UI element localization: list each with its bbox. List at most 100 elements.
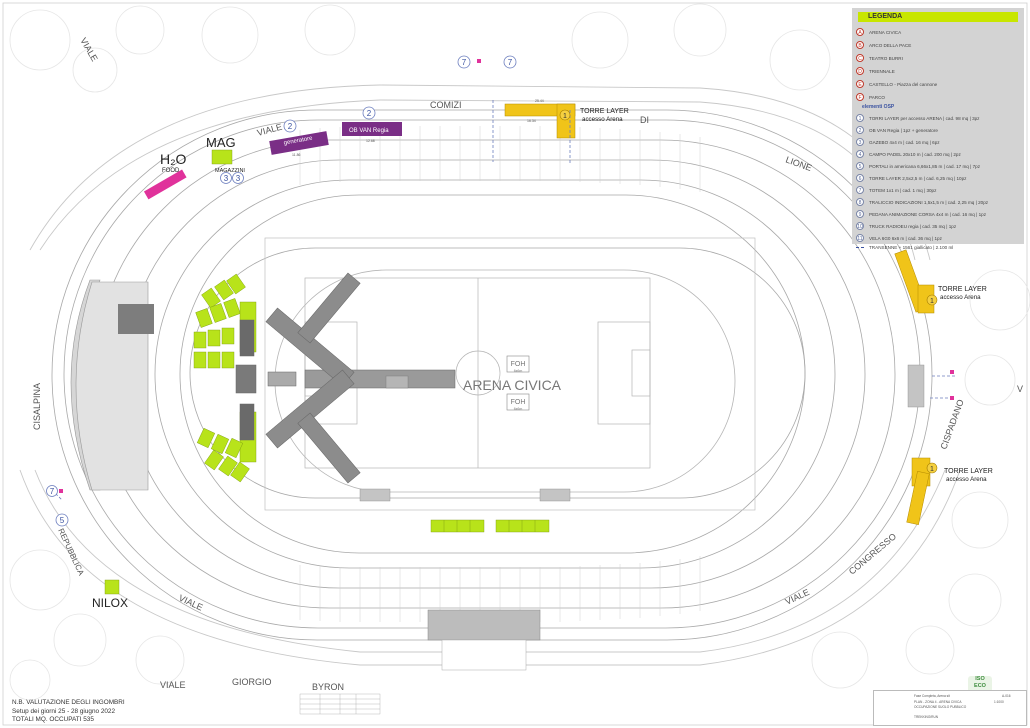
food-label: FOOD: [162, 168, 180, 174]
legend-element-8: 8 TRALICCIO INDICAZIONI 1,5x1,5 m | cad. …: [856, 196, 988, 208]
background-trees: [9, 3, 1030, 701]
legend-el-label-9: PEDANA ANIMAZIONE CORSA 4x4 m | cad. 16 …: [869, 211, 987, 217]
food-bar: [143, 169, 187, 200]
iso-label: ISO: [975, 676, 985, 682]
nilox-square: [104, 579, 120, 595]
titleblock-line-1: Fase Completa, Arena sit: [914, 694, 950, 698]
note-line-2: Setup dei giorni 25 - 28 giugno 2022: [12, 707, 116, 715]
south-entrance: [441, 639, 527, 671]
legend-element-4: 4 CAMPO PADEL 20x10 m | cad. 200 mq | 2pz: [856, 148, 961, 160]
legend-label-f: PARCO: [869, 94, 885, 100]
street-comizi: COMIZI: [430, 100, 462, 110]
street-giorgio: GIORGIO: [232, 677, 272, 687]
legend-num-5: 5: [856, 162, 864, 170]
generatore-block: [269, 131, 329, 155]
foh-bottom-sub: 6x6m: [514, 407, 523, 411]
marker-7a: 7: [462, 58, 467, 67]
legend-num-1: 1: [856, 114, 864, 122]
legend-el-label-11: VELA 6G0 6x6 m | cad. 36 mq | 1pz: [869, 235, 942, 241]
foh-top-sub: 6x6m: [514, 369, 523, 373]
legend-letter-e: E: [856, 80, 864, 88]
h2o-label: H₂O: [160, 151, 187, 167]
torre-east1-title: TORRE LAYER: [938, 286, 987, 293]
titleblock-line-2: PLAN - ZONA 4 - ARENA CIVICA: [914, 700, 962, 704]
torre-markers: [559, 109, 938, 474]
number-markers: [46, 55, 517, 527]
legend-num-9: 9: [856, 210, 864, 218]
legend-location-e: E CASTELLO - Piazza del cannone: [856, 78, 937, 90]
legend-num-8: 8: [856, 198, 864, 206]
note-line-1: N.B. VALUTAZIONE DEGLI INGOMBRI: [12, 699, 125, 706]
legend-transenne-label: TRANSENNE + 1561 giallicato | 2.100 ml: [869, 244, 954, 250]
titleblock-code: A-016: [1002, 694, 1011, 698]
marker-3b: 3: [236, 174, 241, 183]
mag-square: [211, 149, 233, 165]
torre-marker-1b: 1: [930, 298, 934, 305]
titleblock-line-4: TREKKING/RUN: [914, 715, 939, 719]
legend-letter-d: D: [856, 67, 864, 75]
west-stand-building: [118, 304, 154, 334]
footer-notes: N.B. VALUTAZIONE DEGLI INGOMBRI Setup de…: [12, 699, 125, 725]
main-stage: [235, 272, 456, 484]
titleblock-scale: 1:1000: [994, 700, 1004, 704]
legend-num-6: 6: [856, 174, 864, 182]
generatore-label: generatore: [283, 136, 313, 147]
torre-layer-east-2: [906, 457, 931, 525]
legend-label-e: CASTELLO - Piazza del cannone: [869, 81, 938, 87]
legend-letter-f: F: [856, 93, 864, 101]
legend-label-b: ARCO DELLA PACE: [869, 42, 912, 48]
legend-num-10: 10: [856, 222, 864, 230]
legend-letter-c: C: [856, 54, 864, 62]
legend-transenne: TRANSENNE + 1561 giallicato | 2.100 ml: [856, 243, 953, 251]
legend-letter-a: A: [856, 28, 864, 36]
legend-element-9: 9 PEDANA ANIMAZIONE CORSA 4x4 m | cad. 16…: [856, 208, 986, 220]
legend-element-10: 10 TRUCK RADIOEU regia | cad. 35 mq | 1pz: [856, 220, 956, 232]
legend-num-2: 2: [856, 126, 864, 134]
title-block: Fase Completa, Arena sit PLAN - ZONA 4 -…: [873, 690, 1027, 726]
arena-label: ARENA CIVICA: [463, 377, 562, 393]
quantity-table: [299, 693, 381, 715]
marker-7b: 7: [508, 58, 513, 67]
torre-east1-sub: accesso Arena: [940, 294, 981, 301]
street-cisalpina: CISALPINA: [32, 383, 42, 430]
torre-top-title: TORRE LAYER: [580, 108, 629, 115]
grey-box-1: [359, 488, 391, 502]
legend-label-d: TRIENNALE: [869, 68, 895, 74]
marker-2b: 2: [367, 109, 372, 118]
legend-element-2: 2 OB VAN Regia | 1pz + generatore: [856, 124, 938, 136]
legend-label-a: ARENA CIVICA: [869, 29, 902, 35]
torre-top-sub: accesso Arena: [582, 116, 623, 123]
street-di: DI: [640, 115, 649, 125]
nilox-label: NILOX: [92, 596, 128, 610]
dim-top: 25.44: [535, 99, 544, 103]
legend-num-7: 7: [856, 186, 864, 194]
foh-bottom-box: [506, 393, 530, 411]
marker-2a: 2: [288, 122, 293, 131]
ob-van-block: [342, 122, 402, 136]
legend-el-label-4: CAMPO PADEL 20x10 m | cad. 200 mq | 2pz: [869, 151, 961, 157]
track-boundary: [264, 237, 756, 511]
ob-van-label: OB VAN Regia: [349, 128, 389, 134]
legend-el-label-10: TRUCK RADIOEU regia | cad. 35 mq | 1pz: [869, 223, 957, 229]
stage-box: [385, 375, 409, 389]
torre-east2-title: TORRE LAYER: [944, 468, 993, 475]
torre-marker-1a: 1: [563, 113, 567, 120]
dashed-line-icon: [856, 246, 864, 248]
legend-el-label-2: OB VAN Regia | 1pz + generatore: [869, 127, 938, 133]
marker-5: 5: [60, 516, 65, 525]
gazebo-blocks-south: [430, 519, 550, 533]
note-line-3: TOTALI MQ. OCCUPATI 535: [12, 716, 94, 723]
terrace-hatching: [299, 126, 701, 622]
legend-title: LEGENDA: [858, 12, 1018, 22]
legend-el-label-8: TRALICCIO INDICAZIONI 1,5x1,5 m | cad. 2…: [869, 199, 989, 205]
east-gate-box: [907, 364, 925, 408]
legend-location-a: A ARENA CIVICA: [856, 26, 901, 38]
legend-num-4: 4: [856, 150, 864, 158]
